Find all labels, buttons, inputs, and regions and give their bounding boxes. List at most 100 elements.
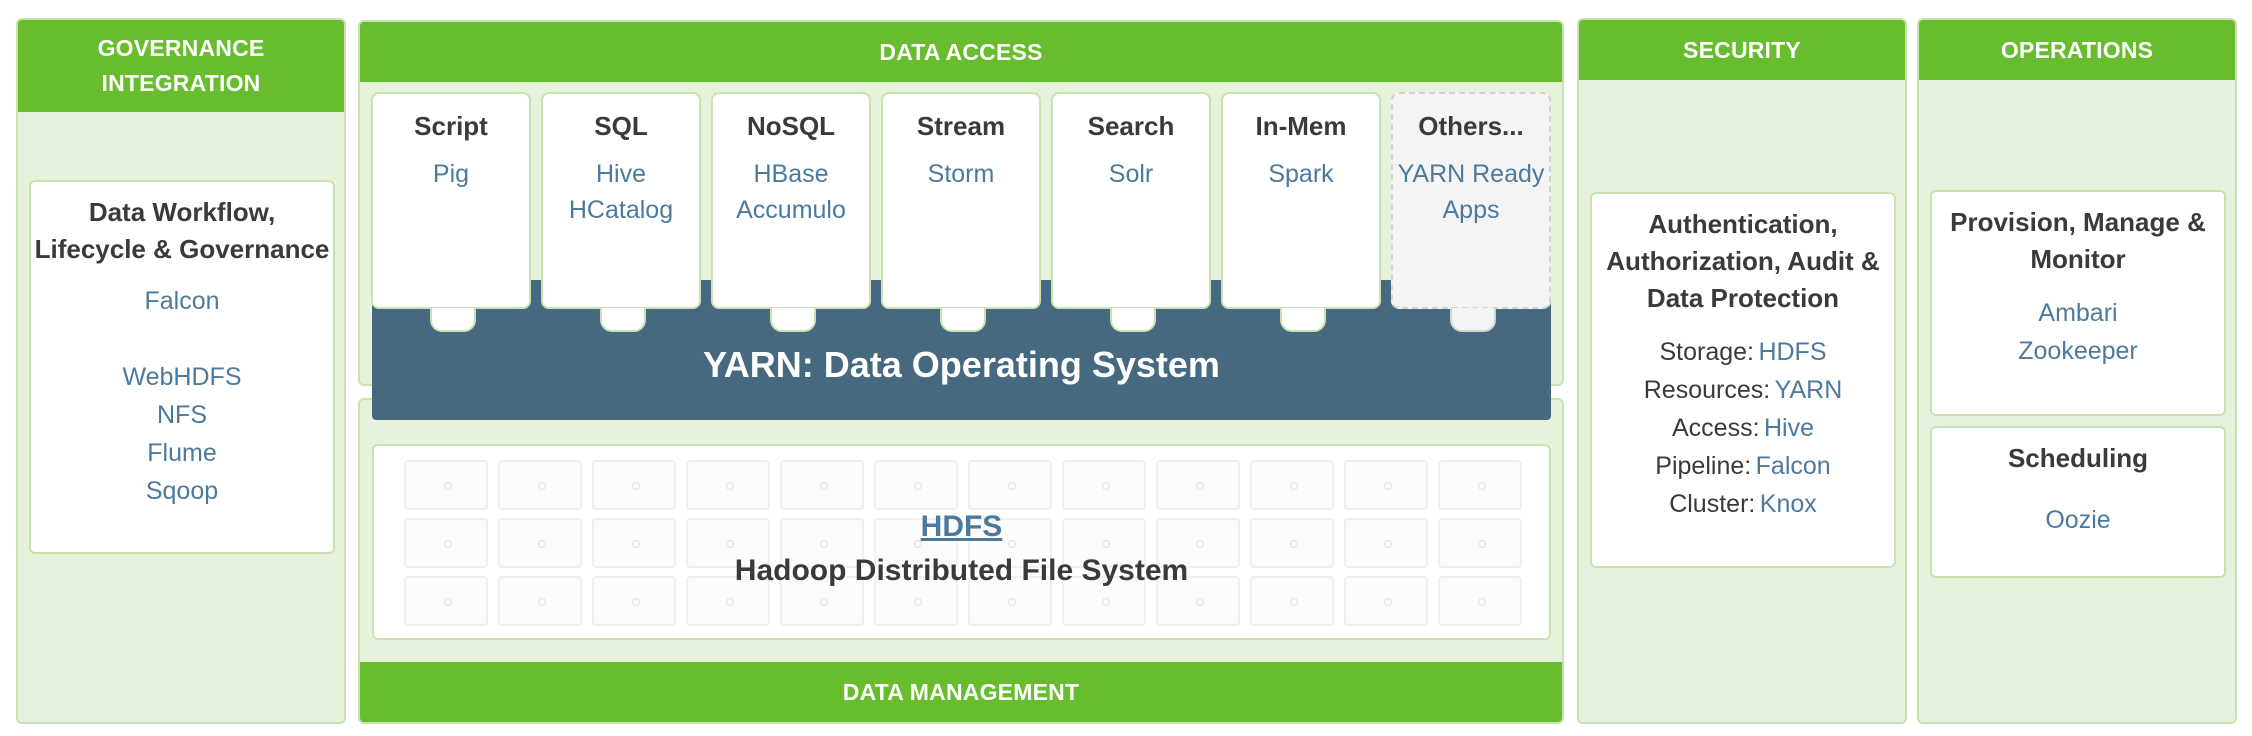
hdfs-grid-cell <box>1438 518 1522 568</box>
hdfs-grid-cell <box>686 460 770 510</box>
row-value[interactable]: Knox <box>1759 490 1817 518</box>
hdfs-grid-cell <box>498 576 582 626</box>
engine-line2[interactable]: Accumulo <box>736 196 846 224</box>
engine-title: SQL <box>594 111 648 141</box>
hdfs-grid-cell <box>1344 576 1428 626</box>
governance-header: GOVERNANCE INTEGRATION <box>18 20 344 112</box>
hdfs-grid-cell <box>1062 518 1146 568</box>
governance-integration-panel: GOVERNANCE INTEGRATION Data Workflow, Li… <box>16 18 346 724</box>
card-title-line1: Provision, Manage & <box>1950 207 2206 237</box>
security-row-pipeline: Pipeline: Falcon <box>1592 447 1894 485</box>
engine-search[interactable]: Search Solr <box>1051 92 1211 309</box>
data-management-header: DATA MANAGEMENT <box>360 662 1562 722</box>
hdfs-grid-cell <box>780 576 864 626</box>
card-title-line1: Data Workflow, <box>88 197 276 227</box>
engine-line1[interactable]: YARN Ready <box>1397 160 1545 188</box>
ambari-link[interactable]: Ambari <box>2038 299 2118 327</box>
hdfs-grid-cell <box>404 518 488 568</box>
auth-card: Authentication, Authorization, Audit & D… <box>1590 192 1896 568</box>
hdfs-box: HDFS Hadoop Distributed File System <box>372 444 1551 640</box>
engine-tab <box>940 308 986 332</box>
engine-title: Others... <box>1418 111 1524 141</box>
row-value[interactable]: Falcon <box>1755 452 1831 480</box>
engine-line1[interactable]: Pig <box>432 160 470 188</box>
security-row-access: Access: Hive <box>1592 409 1894 447</box>
security-header: SECURITY <box>1579 20 1905 80</box>
hdfs-grid-cell <box>968 518 1052 568</box>
security-row-storage: Storage: HDFS <box>1592 333 1894 371</box>
hdfs-grid-cell <box>404 460 488 510</box>
hdfs-grid-cell <box>1156 460 1240 510</box>
engine-line1[interactable]: Hive <box>595 160 646 188</box>
hdfs-grid-cell <box>1062 576 1146 626</box>
yarn-label: YARN: Data Operating System <box>703 344 1220 385</box>
oozie-link[interactable]: Oozie <box>2045 506 2111 534</box>
falcon-link[interactable]: Falcon <box>144 287 220 315</box>
engine-line2[interactable]: Apps <box>1442 196 1500 224</box>
data-workflow-card: Data Workflow, Lifecycle & Governance Fa… <box>29 180 335 554</box>
card-title-line2: Monitor <box>2030 244 2126 274</box>
operations-panel: OPERATIONS Provision, Manage & Monitor A… <box>1917 18 2237 724</box>
engine-line1[interactable]: Storm <box>927 160 995 188</box>
security-panel: SECURITY Authentication, Authorization, … <box>1577 18 1907 724</box>
row-value[interactable]: Hive <box>1763 414 1814 442</box>
engine-tab <box>600 308 646 332</box>
engine-script[interactable]: Script Pig <box>371 92 531 309</box>
engine-tab <box>1280 308 1326 332</box>
engine-others[interactable]: Others... YARN Ready Apps <box>1391 92 1551 309</box>
hdfs-grid-cell <box>780 518 864 568</box>
sqoop-link[interactable]: Sqoop <box>145 477 219 505</box>
security-row-cluster: Cluster: Knox <box>1592 485 1894 523</box>
row-label: Resources: <box>1643 376 1771 404</box>
row-label: Cluster: <box>1669 490 1756 518</box>
hdfs-grid-cell <box>874 518 958 568</box>
card-title: Scheduling <box>2007 443 2149 473</box>
zookeeper-link[interactable]: Zookeeper <box>2018 337 2138 365</box>
card-title: Data Workflow, Lifecycle & Governance <box>31 194 333 268</box>
engine-tab <box>1110 308 1156 332</box>
hdfs-grid-cell <box>1344 460 1428 510</box>
card-title-line1: Authentication, <box>1648 209 1838 239</box>
hdfs-link[interactable]: HDFS <box>920 510 1003 543</box>
engine-line1[interactable]: HBase <box>753 160 829 188</box>
engine-stream[interactable]: Stream Storm <box>881 92 1041 309</box>
hdfs-grid-cell <box>1156 518 1240 568</box>
flume-link[interactable]: Flume <box>147 439 217 467</box>
hdfs-grid-cell <box>686 576 770 626</box>
engine-sql[interactable]: SQL Hive HCatalog <box>541 92 701 309</box>
row-value[interactable]: HDFS <box>1758 338 1827 366</box>
hdfs-grid-cell <box>1344 518 1428 568</box>
governance-header-line2: INTEGRATION <box>101 70 261 96</box>
hdfs-grid-cell <box>1156 576 1240 626</box>
hdfs-grid-cell <box>1250 518 1334 568</box>
hdfs-grid-cell <box>592 518 676 568</box>
data-access-header: DATA ACCESS <box>360 22 1562 82</box>
row-label: Access: <box>1672 414 1760 442</box>
engine-in-mem[interactable]: In-Mem Spark <box>1221 92 1381 309</box>
hdfs-grid-cell <box>592 576 676 626</box>
engine-title: In-Mem <box>1255 111 1347 141</box>
row-value[interactable]: YARN <box>1774 376 1843 404</box>
engine-tab <box>1450 308 1496 332</box>
hdfs-grid-cell <box>592 460 676 510</box>
hdfs-grid-cell <box>498 460 582 510</box>
engine-title: Search <box>1087 111 1175 141</box>
governance-header-line1: GOVERNANCE <box>97 35 265 61</box>
engine-title: Script <box>414 111 488 141</box>
row-label: Pipeline: <box>1655 452 1752 480</box>
operations-header: OPERATIONS <box>1919 20 2235 80</box>
hdfs-grid-cell <box>874 460 958 510</box>
engine-title: Stream <box>916 111 1006 141</box>
security-row-resources: Resources: YARN <box>1592 371 1894 409</box>
engine-line2[interactable]: HCatalog <box>568 196 674 224</box>
engine-tab <box>770 308 816 332</box>
card-title-line3: Data Protection <box>1646 283 1840 313</box>
nfs-link[interactable]: NFS <box>157 401 207 429</box>
engine-line1[interactable]: Spark <box>1268 160 1334 188</box>
hdfs-grid-cell <box>1250 576 1334 626</box>
engine-nosql[interactable]: NoSQL HBase Accumulo <box>711 92 871 309</box>
row-label: Storage: <box>1659 338 1754 366</box>
hdfs-subtitle: Hadoop Distributed File System <box>734 554 1189 587</box>
engine-line1[interactable]: Solr <box>1108 160 1154 188</box>
webhdfs-link[interactable]: WebHDFS <box>122 363 242 391</box>
